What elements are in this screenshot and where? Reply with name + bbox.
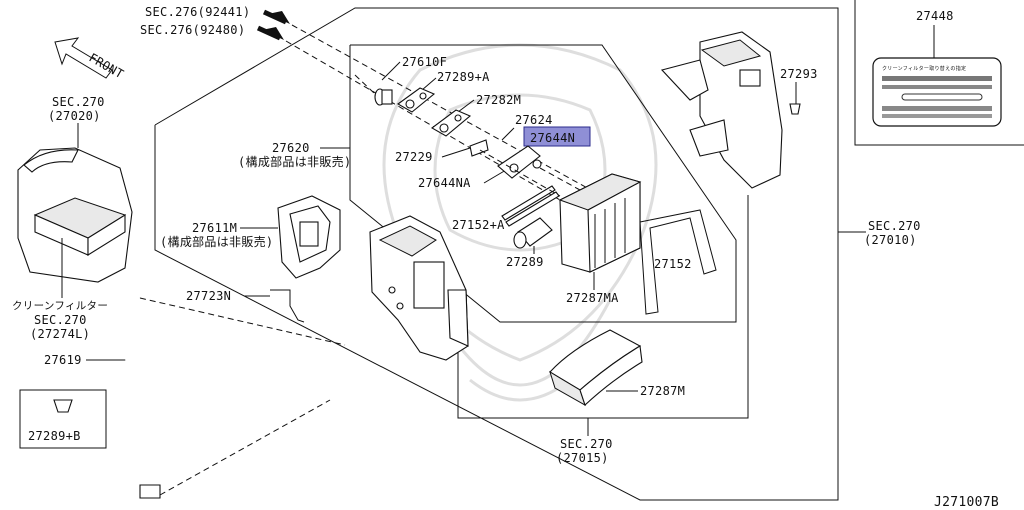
part-27287M: 27287M xyxy=(549,329,685,407)
part-27611M: 27611M (構成部品は非販売) xyxy=(160,195,341,279)
dashed-leaders xyxy=(354,74,581,197)
label-sec270-27010-a: SEC.270 xyxy=(868,219,921,233)
box-27289b: 27289+B xyxy=(19,389,107,449)
heater-case xyxy=(369,215,469,361)
part-27644NA: 27644NA xyxy=(418,145,541,190)
label-sec270-27020-a: SEC.270 xyxy=(52,95,105,109)
label-sec270-27015: SEC.270 (27015) xyxy=(556,418,613,465)
label-27289: 27289 xyxy=(506,255,544,269)
label-27611M-note: (構成部品は非販売) xyxy=(160,234,273,249)
blower-unit: SEC.270 (27020) クリーンフィルター SEC.270 (27274… xyxy=(12,95,133,341)
part-27624: 27624 xyxy=(501,113,553,141)
part-27289A: 27289+A xyxy=(396,70,490,113)
label-sec270-27010: SEC.270 (27010) xyxy=(838,219,921,247)
main-frame xyxy=(154,7,839,501)
label-sec270-27015-a: SEC.270 xyxy=(560,437,613,451)
label-27723N: 27723N xyxy=(186,289,231,303)
label-27287M: 27287M xyxy=(640,384,685,398)
label-27620-note: (構成部品は非販売) xyxy=(238,154,351,169)
label-front: FRONT xyxy=(87,50,127,81)
label-27282M: 27282M xyxy=(476,93,521,107)
label-sec270-27015-b: (27015) xyxy=(556,451,609,465)
label-sec276-92480: SEC.276(92480) xyxy=(140,23,245,37)
part-27610F: 27610F xyxy=(374,55,447,106)
label-27644NA: 27644NA xyxy=(418,176,471,190)
label-27644N: 27644N xyxy=(530,131,575,145)
label-sec270-27020-b: (27020) xyxy=(48,109,101,123)
part-27723N: 27723N xyxy=(186,289,305,323)
part-27289: 27289 xyxy=(506,217,553,269)
drain-hose: 27619 xyxy=(44,296,346,499)
label-27289b: 27289+B xyxy=(28,429,81,443)
label-27611M: 27611M xyxy=(192,221,237,235)
label-27152A: 27152+A xyxy=(452,218,505,232)
part-27152: 27152 xyxy=(639,209,717,315)
part-27644N: 27644N xyxy=(523,126,591,169)
sec276-arrows: SEC.276(92441) SEC.276(92480) xyxy=(140,5,601,201)
part-27620: 27620 (構成部品は非販売) xyxy=(238,141,351,169)
label-27287MA: 27287MA xyxy=(566,291,619,305)
drawing-code: J271007B xyxy=(934,495,999,510)
label-sec276-92441: SEC.276(92441) xyxy=(145,5,250,19)
label-27229: 27229 xyxy=(395,150,433,164)
label-27448-box: 27448 クリーンフィルター取り替えの指定 xyxy=(854,0,1024,146)
inner-frame xyxy=(349,44,737,323)
label-filter-c: (27274L) xyxy=(30,327,90,341)
label-filter-a: クリーンフィルター xyxy=(12,300,108,312)
label-sec270-27010-b: (27010) xyxy=(864,233,917,247)
label-27293: 27293 xyxy=(780,67,818,81)
label-27448: 27448 xyxy=(916,9,954,23)
part-27287MA: 27287MA xyxy=(558,173,642,305)
label-27624: 27624 xyxy=(515,113,553,127)
label-27610F: 27610F xyxy=(402,55,447,69)
part-27229: 27229 xyxy=(395,139,489,164)
label-filter-b: SEC.270 xyxy=(34,313,87,327)
label-27289A: 27289+A xyxy=(437,70,490,84)
label-27620: 27620 xyxy=(272,141,310,155)
label-plate-text: クリーンフィルター取り替えの指定 xyxy=(882,65,966,72)
part-27152A: 27152+A xyxy=(452,185,560,232)
front-arrow: FRONT xyxy=(54,37,127,81)
lower-frame xyxy=(457,195,749,419)
label-27152: 27152 xyxy=(654,257,692,271)
part-27282M: 27282M xyxy=(431,93,521,137)
label-27619: 27619 xyxy=(44,353,82,367)
right-case: 27293 xyxy=(660,31,818,189)
highlight-27644N xyxy=(523,126,591,147)
